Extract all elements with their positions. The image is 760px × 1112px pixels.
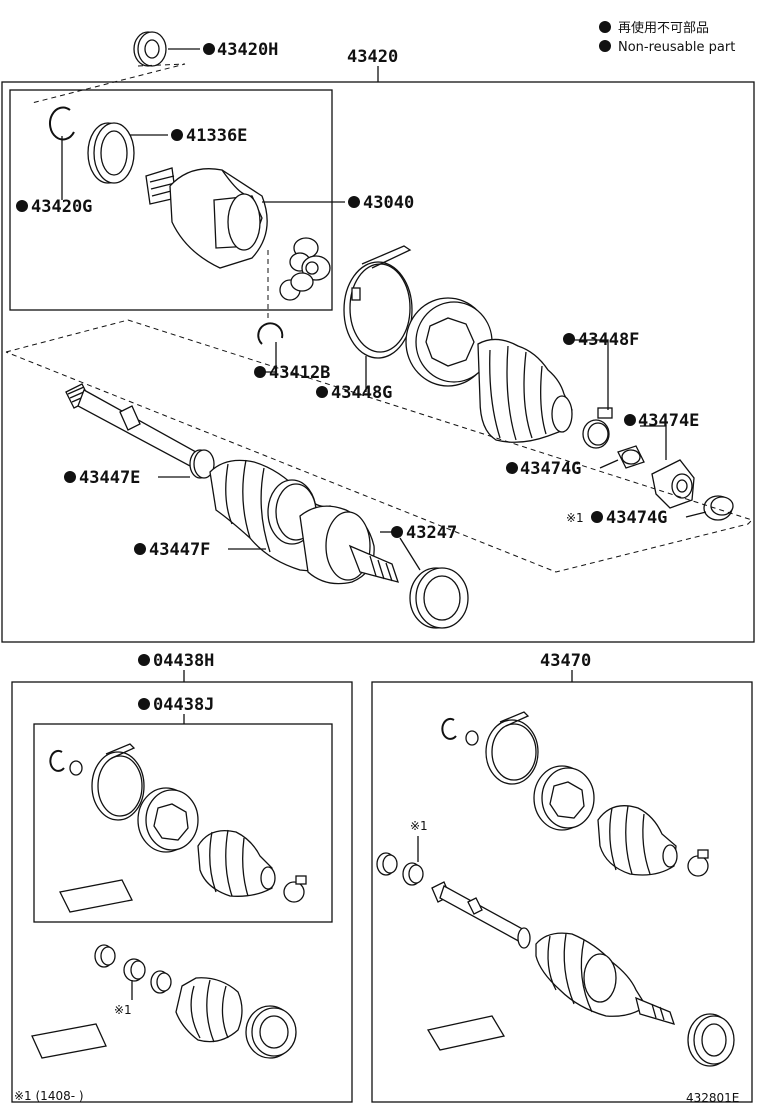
kit-04438J-box [33,723,333,923]
drive-shaft[interactable] [65,383,197,467]
label-43447E[interactable]: 43447E [79,468,140,488]
outboard-joint[interactable] [299,505,399,585]
non-reusable-dot-icon [506,462,518,474]
damper-43474E[interactable] [651,459,695,509]
label-43420H[interactable]: 43420H [217,40,278,60]
non-reusable-dot-icon [316,386,328,398]
non-reusable-dot-icon [16,200,28,212]
kit-h-boot[interactable] [175,977,243,1043]
seal-41336E[interactable] [87,122,135,184]
r-small-clamp[interactable] [687,849,709,877]
r-boot-ring[interactable] [533,765,595,831]
assembly-43470-box [371,681,753,1103]
kit-h-seal[interactable] [245,1005,297,1059]
label-43474G-a[interactable]: 43474G [520,459,581,479]
legend: 再使用不可部品 Non-reusable part [599,20,735,55]
label-43470[interactable]: 43470 [540,651,591,671]
non-reusable-dot-icon [138,654,150,666]
kit-j-small-clamp[interactable] [283,875,307,903]
seal-43247[interactable] [409,567,469,629]
r-outboard-joint[interactable] [535,932,676,1025]
label-04438J[interactable]: 04438J [153,695,214,715]
kit-j-grease-pack[interactable] [59,879,133,913]
r-grease-pack[interactable] [426,1015,506,1051]
snap-ring-43412B[interactable] [257,322,284,345]
non-reusable-dot-icon [348,196,360,208]
non-reusable-dot-icon [64,471,76,483]
kit-j-snap-ring[interactable] [49,749,83,776]
kit-j-boot[interactable] [197,829,276,897]
legend-dot-icon [599,21,611,33]
legend-dot-icon [599,40,611,52]
label-43420G[interactable]: 43420G [31,197,92,217]
band-clamp-43448F[interactable] [582,407,613,449]
note-mark-b: ※1 [114,1003,132,1017]
non-reusable-dot-icon [624,414,636,426]
kit-h-ring-a[interactable] [94,944,116,968]
footer-note: ※1 (1408- ) [14,1089,84,1103]
assembly-43040-box [9,89,333,311]
ring-43474G-a[interactable] [617,445,645,469]
label-43420[interactable]: 43420 [347,47,398,67]
label-43247[interactable]: 43247 [406,523,457,543]
non-reusable-dot-icon [591,511,603,523]
assembly-43420-box [1,81,755,643]
band-clamp-43448G[interactable] [343,245,413,359]
label-43448G[interactable]: 43448G [331,383,392,403]
non-reusable-dot-icon [134,543,146,555]
label-43474G-b[interactable]: 43474G [606,508,667,528]
label-43447F[interactable]: 43447F [149,540,210,560]
non-reusable-dot-icon [391,526,403,538]
inboard-boot-ring[interactable] [405,297,493,387]
snap-ring-43420G[interactable] [49,106,75,141]
kit-04438H-box [11,681,353,1103]
r-drive-shaft[interactable] [431,881,531,949]
label-43448F[interactable]: 43448F [578,330,639,350]
kit-j-clamp[interactable] [91,743,145,821]
r-boot[interactable] [597,805,678,876]
kit-h-ring-b[interactable] [123,958,146,982]
non-reusable-dot-icon [171,129,183,141]
legend-japanese: 再使用不可部品 [618,20,709,36]
r-ring-b[interactable] [402,862,424,886]
note-mark-c: ※1 [410,819,428,833]
r-ring-a[interactable] [376,852,398,876]
non-reusable-dot-icon [563,333,575,345]
non-reusable-dot-icon [254,366,266,378]
inboard-joint-housing[interactable] [145,167,268,269]
non-reusable-dot-icon [138,698,150,710]
label-43040[interactable]: 43040 [363,193,414,213]
note-mark-a: ※1 [566,511,584,525]
figure-id: 432801E [686,1091,739,1105]
ring-43474G-b[interactable] [703,495,734,521]
label-41336E[interactable]: 41336E [186,126,247,146]
tripod-spider[interactable] [279,237,331,301]
kit-h-grease-pack[interactable] [31,1023,107,1059]
legend-english: Non-reusable part [618,40,735,55]
r-snap-ring[interactable] [441,717,479,746]
label-43412B[interactable]: 43412B [269,363,330,383]
clamp-43447E[interactable] [189,449,215,479]
label-43474E[interactable]: 43474E [638,411,699,431]
inboard-boot[interactable] [477,338,573,443]
seal-43420H[interactable] [133,31,167,67]
kit-j-boot-ring[interactable] [137,787,199,853]
kit-h-ring-c[interactable] [150,970,172,994]
label-04438H[interactable]: 04438H [153,651,214,671]
non-reusable-dot-icon [203,43,215,55]
r-clamp[interactable] [485,711,539,785]
r-seal[interactable] [687,1013,735,1067]
